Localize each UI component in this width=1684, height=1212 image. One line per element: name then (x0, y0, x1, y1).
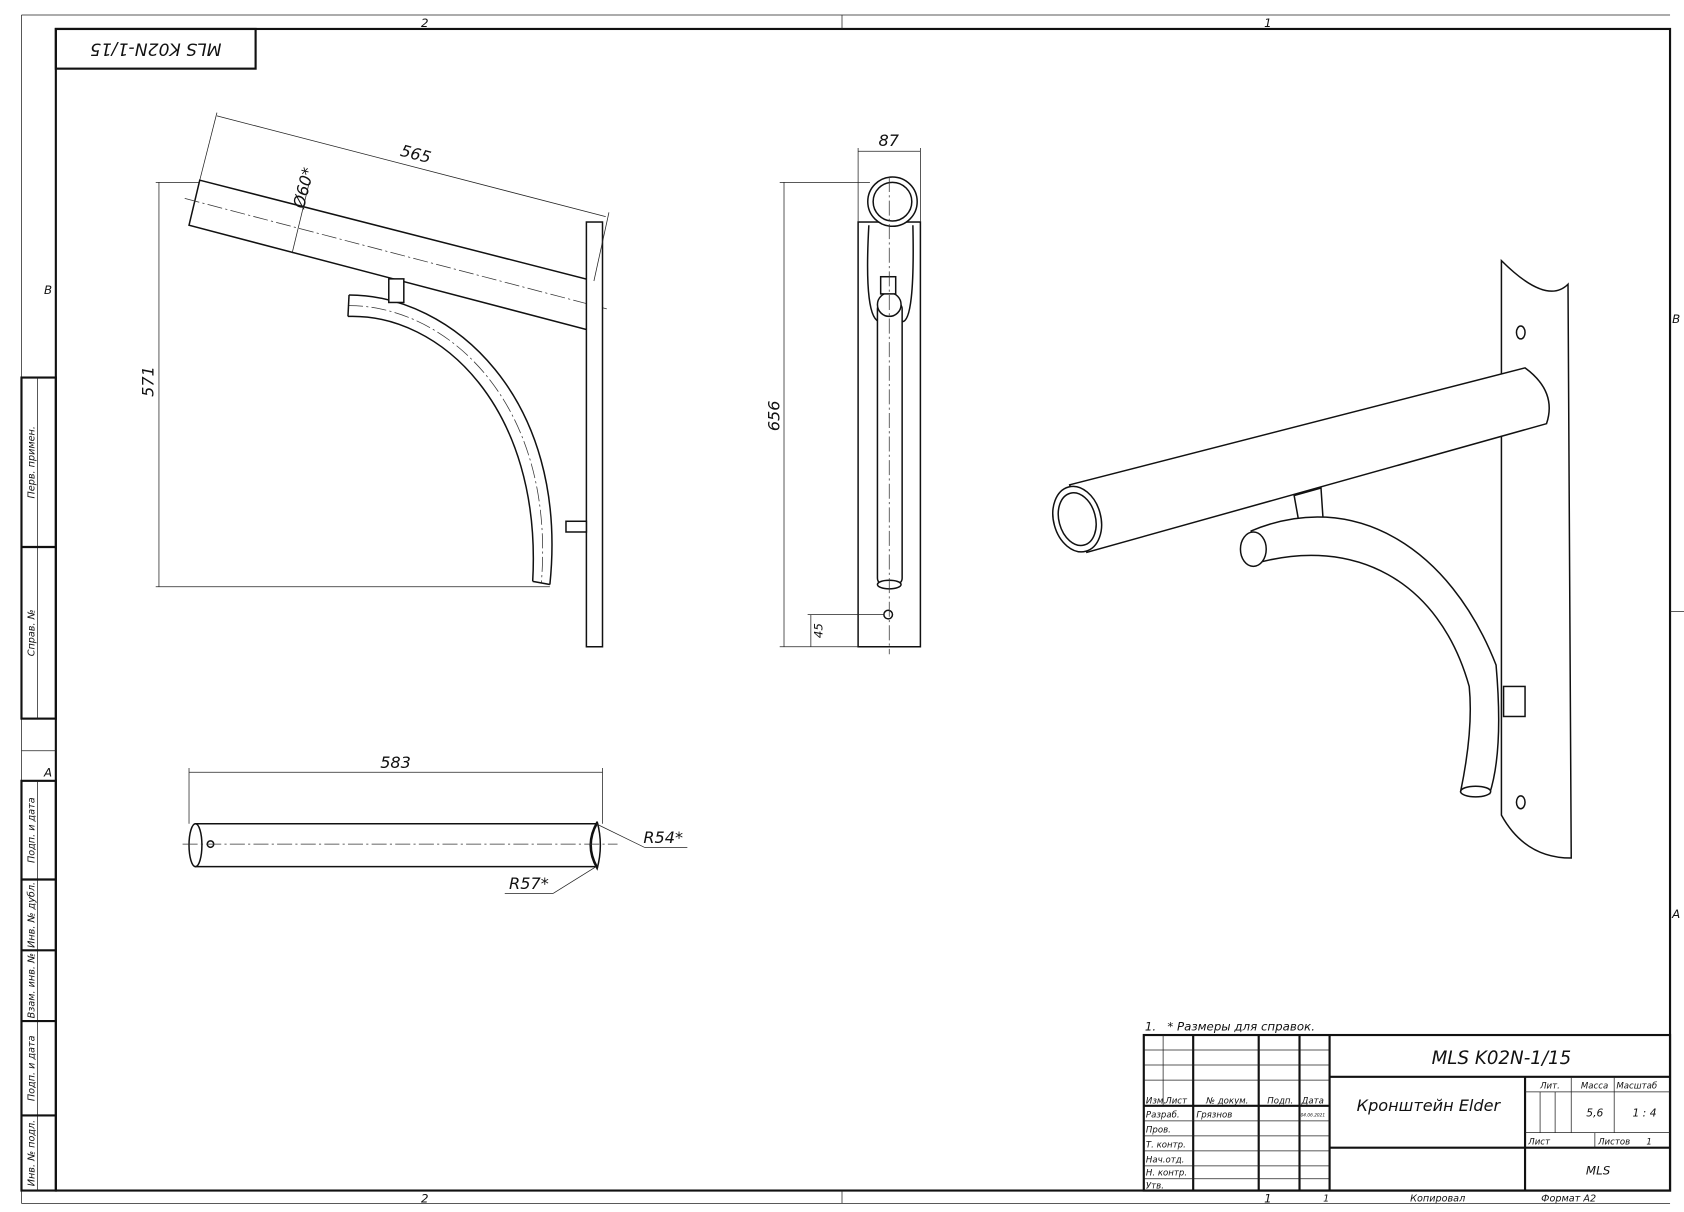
sheet-number: 1 (1323, 1193, 1329, 1204)
dim-width-87: 87 (879, 131, 900, 150)
developer-date: 04.06.2021 (1301, 1113, 1326, 1119)
sheets-count: 1 (1646, 1137, 1651, 1147)
role-norm-control: Н. контр. (1146, 1169, 1187, 1179)
role-tech-control: Т. контр. (1146, 1141, 1186, 1151)
header-list: Лист (1164, 1097, 1188, 1107)
copied-label: Копировал (1410, 1193, 1465, 1204)
header-doc: № докум. (1205, 1097, 1248, 1107)
side-strip (20, 376, 57, 1192)
developer-name: Грязнов (1196, 1111, 1232, 1121)
dim-radius-57: R57* (509, 874, 549, 893)
role-approved: Утв. (1146, 1181, 1164, 1191)
strip-label: Подп. и дата (26, 797, 37, 863)
strip-label: Инв. № дубл. (25, 882, 37, 948)
dim-offset-45: 45 (812, 623, 826, 638)
zone-right-a: A (1671, 907, 1680, 921)
mass-value: 5,6 (1586, 1107, 1603, 1120)
mirrored-stamp: MLS K02N-1/15 (90, 38, 221, 58)
format-label: Формат А2 (1541, 1193, 1596, 1204)
note-reference-dimensions: 1. * Размеры для справок. (1145, 1020, 1315, 1034)
title-block (1142, 1033, 1672, 1192)
dim-height-571: 571 (139, 366, 158, 397)
isometric-view (1052, 258, 1572, 859)
scale-value: 1 : 4 (1632, 1107, 1656, 1120)
strip-label: Подп. и дата (26, 1035, 37, 1101)
strip-label: Перв. примен. (26, 426, 37, 498)
dim-length-583: 583 (380, 753, 411, 772)
zone-bottom-2: 2 (421, 1191, 429, 1205)
mirrored-stamp-box (54, 27, 257, 70)
part-name: Кронштейн Elder (1357, 1096, 1502, 1115)
zone-top-1: 1 (1264, 16, 1272, 30)
sheet-label: Лист (1527, 1137, 1551, 1147)
dim-radius-54: R54* (643, 828, 683, 847)
mass-label: Масса (1581, 1082, 1608, 1092)
header-sign: Подп. (1267, 1097, 1293, 1107)
header-izm: Изм. (1146, 1097, 1166, 1107)
strip-label: Взам. инв. № (26, 953, 37, 1018)
role-dept-head: Нач.отд. (1146, 1156, 1184, 1166)
zone-left-b: B (44, 283, 52, 297)
zone-top-2: 2 (421, 16, 429, 30)
role-developer: Разраб. (1146, 1111, 1180, 1121)
side-view (155, 112, 610, 648)
dim-height-656: 656 (765, 400, 784, 431)
strip-label: Справ. № (26, 609, 37, 656)
scale-label: Масштаб (1616, 1082, 1658, 1092)
sheets-label: Листов (1597, 1137, 1630, 1147)
zone-left-a: A (43, 766, 52, 780)
designation: MLS K02N-1/15 (1432, 1048, 1572, 1069)
header-date: Дата (1301, 1097, 1324, 1107)
organization: MLS (1586, 1163, 1611, 1177)
top-view (182, 767, 688, 894)
front-view (779, 148, 922, 655)
role-checker: Пров. (1146, 1126, 1171, 1136)
zone-right-b: B (1672, 312, 1680, 326)
zone-bottom-1: 1 (1264, 1191, 1272, 1205)
lit-label: Лит. (1539, 1082, 1560, 1092)
strip-label: Инв. № подл. (26, 1120, 37, 1186)
